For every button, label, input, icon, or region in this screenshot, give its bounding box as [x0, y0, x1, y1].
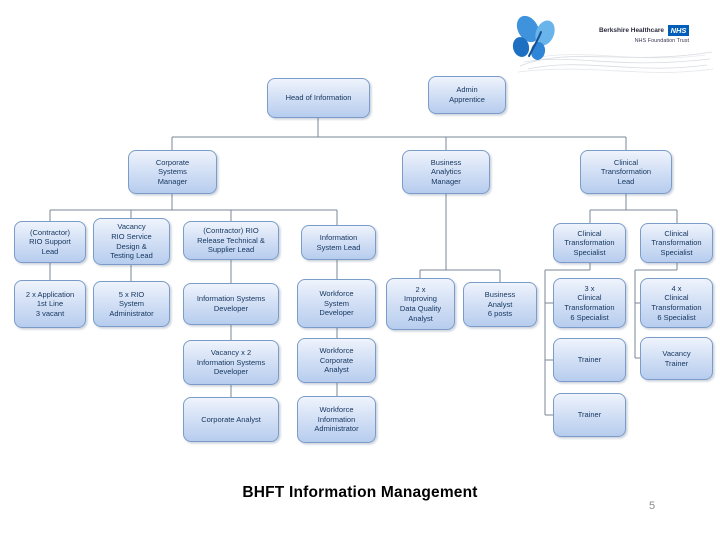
connector-business-analytics: [419, 194, 501, 282]
org-node-clinical-transformation-specialist-left[interactable]: Clinical Transformation Specialist: [553, 223, 626, 263]
page-number: 5: [649, 500, 656, 512]
butterfly-icon: [512, 15, 555, 60]
org-node-clinical-transformation-6-specialist-3x[interactable]: 3 x Clinical Transformation 6 Specialist: [553, 278, 626, 328]
org-node-contractor-rio-support-lead[interactable]: (Contractor) RIO Support Lead: [14, 221, 86, 263]
nhs-logo: NHS: [668, 25, 689, 36]
org-node-workforce-system-developer[interactable]: Workforce System Developer: [297, 279, 376, 328]
org-node-information-system-lead[interactable]: Information System Lead: [301, 225, 376, 260]
org-name-text: Berkshire Healthcare: [598, 27, 664, 34]
org-node-admin-apprentice[interactable]: Admin Apprentice: [428, 76, 506, 114]
org-node-vacancy-trainer[interactable]: Vacancy Trainer: [640, 337, 713, 380]
org-node-clinical-transformation-lead[interactable]: Clinical Transformation Lead: [580, 150, 672, 194]
org-node-corporate-analyst[interactable]: Corporate Analyst: [183, 397, 279, 442]
org-node-head-of-information[interactable]: Head of Information: [267, 78, 370, 118]
org-node-trainer-2[interactable]: Trainer: [553, 393, 626, 437]
slide-title: BHFT Information Management: [242, 484, 478, 501]
org-node-contractor-rio-release-technical-supplier-lead[interactable]: (Contractor) RIO Release Technical & Sup…: [183, 221, 279, 260]
org-node-clinical-transformation-specialist-right[interactable]: Clinical Transformation Specialist: [640, 223, 713, 263]
org-node-corporate-systems-manager[interactable]: Corporate Systems Manager: [128, 150, 217, 194]
org-node-rio-system-administrator[interactable]: 5 x RIO System Administrator: [93, 281, 170, 327]
berkshire-healthcare-logo: Berkshire Healthcare NHS NHS Foundation …: [500, 6, 715, 76]
nhs-foundation-trust-text: NHS Foundation Trust: [634, 38, 689, 44]
org-node-business-analyst-6-posts[interactable]: Business Analyst 6 posts: [463, 282, 537, 327]
org-node-trainer-1[interactable]: Trainer: [553, 338, 626, 382]
connector-main: [171, 118, 627, 150]
org-node-application-first-line[interactable]: 2 x Application 1st Line 3 vacant: [14, 280, 86, 328]
org-node-vacancy-x2-information-systems-developer[interactable]: Vacancy x 2 Information Systems Develope…: [183, 340, 279, 385]
org-node-clinical-transformation-6-specialist-4x[interactable]: 4 x Clinical Transformation 6 Specialist: [640, 278, 713, 328]
org-node-workforce-corporate-analyst[interactable]: Workforce Corporate Analyst: [297, 338, 376, 383]
butterfly-swirl-icon: [512, 15, 714, 73]
org-node-workforce-information-administrator[interactable]: Workforce Information Administrator: [297, 396, 376, 443]
org-node-information-systems-developer[interactable]: Information Systems Developer: [183, 283, 279, 325]
org-node-vacancy-rio-service-design-testing-lead[interactable]: Vacancy RIO Service Design & Testing Lea…: [93, 218, 170, 265]
org-node-business-analytics-manager[interactable]: Business Analytics Manager: [402, 150, 490, 194]
org-node-improving-data-quality-analyst[interactable]: 2 x Improving Data Quality Analyst: [386, 278, 455, 330]
